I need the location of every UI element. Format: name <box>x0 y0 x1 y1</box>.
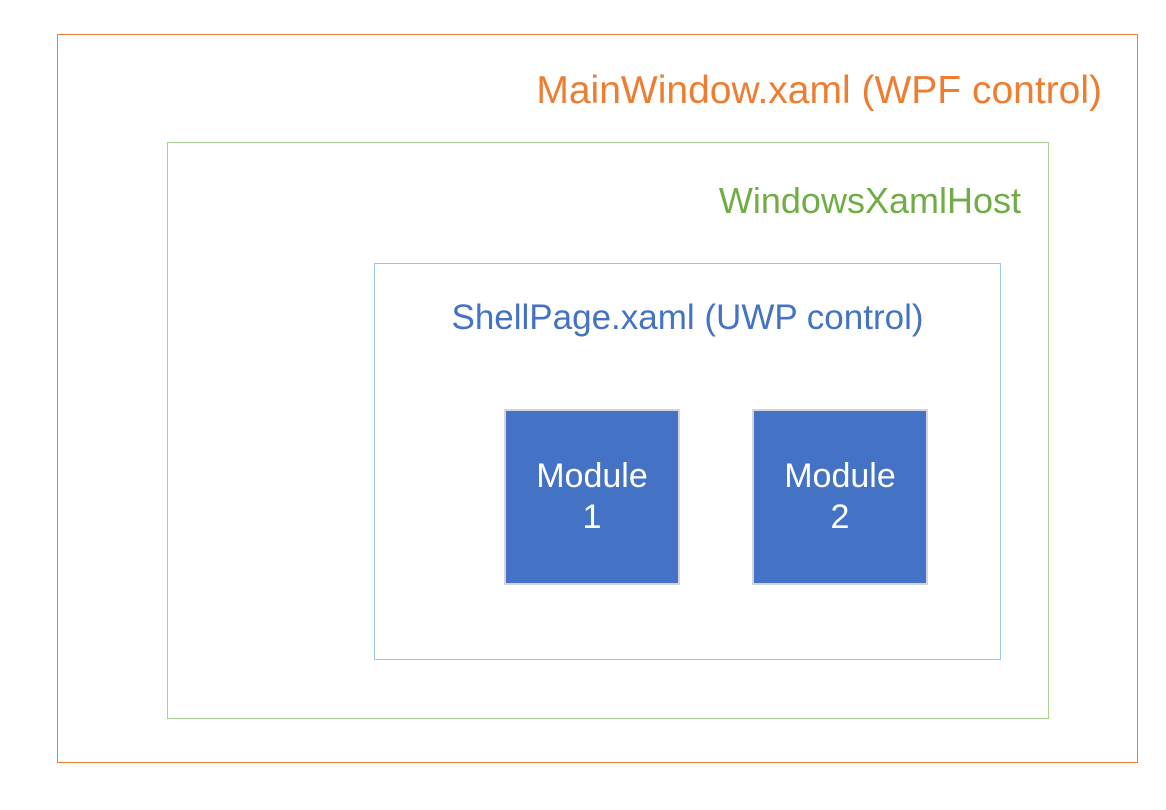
module-box-1-label: Module 1 <box>536 456 648 536</box>
layer-windowsxamlhost-label: WindowsXamlHost <box>718 180 1021 221</box>
layer-shellpage-label: ShellPage.xaml (UWP control) <box>451 298 924 337</box>
layer-windowsxamlhost: WindowsXamlHost ShellPage.xaml (UWP cont… <box>167 142 1049 719</box>
layer-shellpage-uwp: ShellPage.xaml (UWP control) Module 1 Mo… <box>374 263 1001 660</box>
module-box-2-label: Module 2 <box>784 456 896 536</box>
module-box-2: Module 2 <box>752 409 928 585</box>
module-box-1: Module 1 <box>504 409 680 585</box>
module-row: Module 1 Module 2 <box>375 409 1000 585</box>
layer-mainwindow-wpf: MainWindow.xaml (WPF control) WindowsXam… <box>57 34 1138 763</box>
layer-mainwindow-label: MainWindow.xaml (WPF control) <box>536 69 1102 112</box>
